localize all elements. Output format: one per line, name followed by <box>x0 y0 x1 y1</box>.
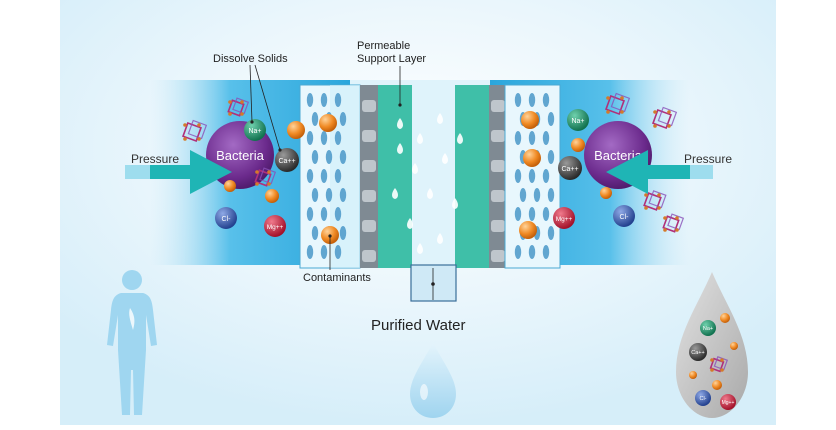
purified-water-label: Purified Water <box>371 317 465 334</box>
left-support-layer <box>378 85 412 268</box>
bacteria-left-label: Bacteria <box>216 148 264 163</box>
contaminants-label: Contaminants <box>303 272 371 284</box>
pressure-arrow-right <box>606 150 713 194</box>
cl-ion-right-label: Cl- <box>620 214 630 221</box>
cl-ion-left-label: Cl- <box>222 216 232 223</box>
permeable-label-line1: Permeable <box>357 40 410 52</box>
ca-ion-left-label: Ca++ <box>278 158 295 165</box>
drop-cl-label: Cl- <box>699 396 706 402</box>
mg-ion-right <box>553 207 575 229</box>
mg-ion-left-label: Mg++ <box>267 224 284 231</box>
ca-ion-left <box>275 148 299 172</box>
pressure-right-label: Pressure <box>684 152 732 166</box>
purified-water-drop <box>410 343 456 418</box>
na-ion-right-label: Na+ <box>571 118 584 125</box>
ca-ion-right-label: Ca++ <box>561 166 578 173</box>
na-ion-right <box>567 109 589 131</box>
na-ion-left <box>244 119 266 141</box>
mg-ion-right-label: Mg++ <box>556 216 573 223</box>
ca-ion-right <box>558 156 582 180</box>
human-silhouette-icon <box>107 270 157 415</box>
pressure-arrow-left <box>125 150 232 194</box>
pressure-left-label: Pressure <box>131 152 179 166</box>
drop-na-label: Na+ <box>703 326 713 332</box>
cl-ion-right <box>613 205 635 227</box>
drop-mg-label: Mg++ <box>722 400 735 406</box>
permeable-label-line2: Support Layer <box>357 53 426 65</box>
mg-ion-left <box>264 215 286 237</box>
dissolve-solids-pointer-1 <box>249 64 253 123</box>
right-membrane <box>455 84 561 269</box>
dissolve-solids-label: Dissolve Solids <box>213 53 288 65</box>
contaminated-water-drop: Na+ Ca++ Cl- Mg++ <box>676 272 748 418</box>
water-droplets <box>392 113 463 254</box>
left-membrane <box>299 84 412 269</box>
drop-ca-label: Ca++ <box>691 350 704 356</box>
cl-ion-left <box>215 207 237 229</box>
right-bacteria-cluster: Bacteria Na+ Ca++ Mg++ Cl- <box>553 92 685 233</box>
contaminant-particles <box>319 111 541 244</box>
na-ion-left-label: Na+ <box>248 128 261 135</box>
right-support-layer <box>455 85 489 268</box>
dissolve-solids-pointer-2 <box>254 64 281 151</box>
